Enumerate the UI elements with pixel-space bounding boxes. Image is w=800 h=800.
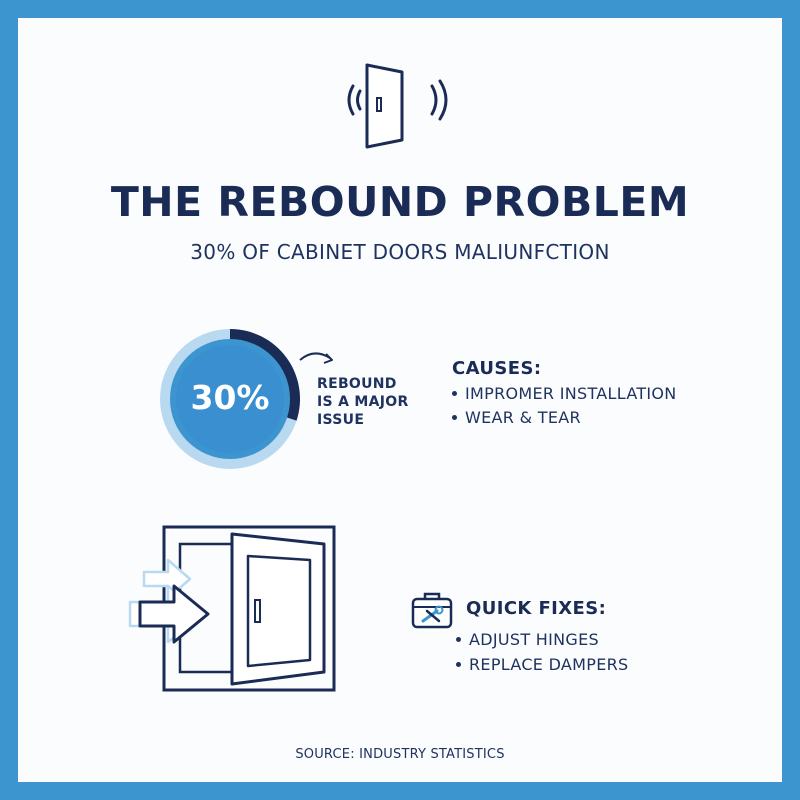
curved-arrow-icon	[299, 352, 333, 364]
infographic-card	[18, 18, 782, 782]
causes-heading: CAUSES:	[452, 358, 542, 379]
bullet-dot	[452, 415, 457, 420]
cause-text: WEAR & TEAR	[465, 408, 581, 427]
list-item: WEAR & TEAR	[452, 408, 581, 427]
callout-line-1: REBOUND	[317, 376, 397, 392]
list-item: ADJUST HINGES	[456, 630, 599, 649]
bullet-dot	[456, 662, 461, 667]
fix-text: ADJUST HINGES	[469, 630, 599, 649]
percentage-donut	[160, 329, 300, 469]
donut-center	[176, 345, 284, 453]
list-item: IMPROMER INSTALLATION	[452, 384, 677, 403]
donut-value-label: 30%	[190, 378, 270, 417]
list-item: REPLACE DAMPERS	[456, 655, 629, 674]
callout-line-3: ISSUE	[317, 412, 365, 428]
quick-fixes-heading: QUICK FIXES:	[466, 598, 607, 619]
page-title: THE REBOUND PROBLEM	[110, 178, 690, 226]
toolbox-icon	[411, 592, 453, 629]
source-note: SOURCE: INDUSTRY STATISTICS	[295, 747, 505, 762]
callout-line-2: IS A MAJOR	[317, 394, 409, 410]
cause-text: IMPROMER INSTALLATION	[465, 384, 677, 403]
bullet-dot	[452, 391, 457, 396]
fix-text: REPLACE DAMPERS	[469, 655, 629, 674]
bullet-dot	[456, 637, 461, 642]
door-rebound-icon	[347, 63, 448, 149]
door-push-icon	[128, 525, 336, 692]
page-subtitle: 30% OF CABINET DOORS MALIUNFCTION	[190, 240, 610, 264]
